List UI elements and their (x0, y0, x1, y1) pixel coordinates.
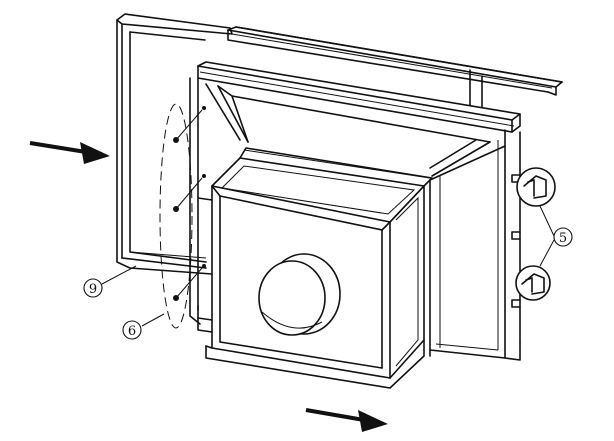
callout-5: 5 (553, 227, 573, 247)
flange-frame (189, 61, 521, 361)
clip-detail-upper (516, 167, 556, 207)
callout-5-label: 5 (559, 231, 567, 246)
clip-detail-lower (515, 265, 551, 301)
callout-9: 9 (83, 278, 103, 298)
leader-5-lower (539, 239, 555, 267)
screw-group-outline (159, 103, 193, 329)
leader-6 (141, 313, 165, 327)
screw (173, 109, 203, 143)
arrow-left (29, 141, 110, 164)
callout-6: 6 (122, 320, 142, 340)
box-body (197, 147, 433, 389)
round-collar (258, 253, 341, 336)
screw-group (159, 103, 206, 329)
screw (173, 267, 203, 301)
screw (173, 177, 203, 212)
hood (205, 83, 506, 357)
leader-5-upper (539, 205, 555, 237)
top-rail (227, 26, 563, 113)
back-panel (116, 13, 233, 275)
arrow-bottom (305, 408, 388, 432)
callout-6-label: 6 (128, 324, 136, 339)
callout-9-label: 9 (89, 282, 97, 297)
leader-9 (101, 265, 137, 285)
